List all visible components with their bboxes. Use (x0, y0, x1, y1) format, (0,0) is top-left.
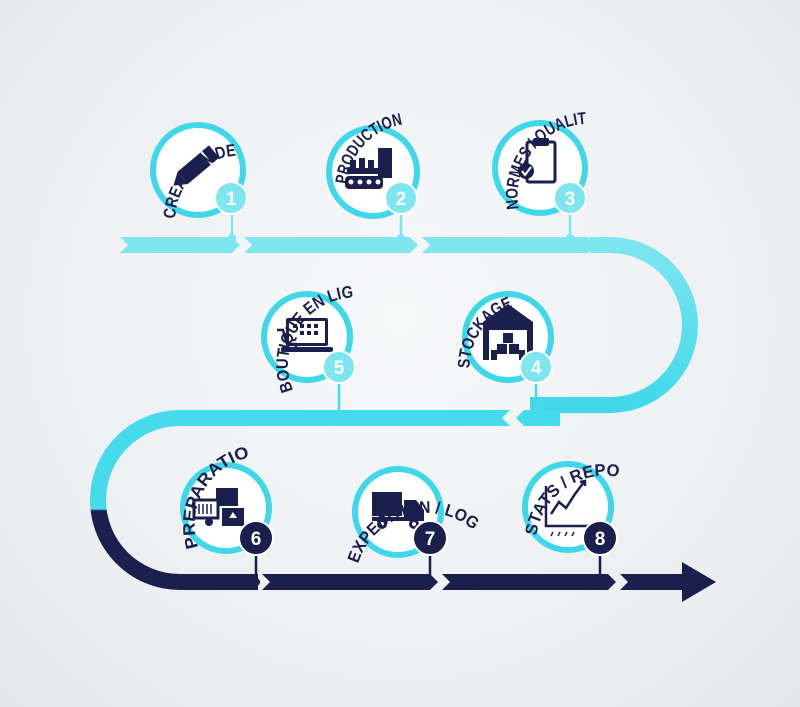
connector-dot (397, 234, 405, 242)
step-badge (384, 181, 418, 215)
connector-dot (532, 412, 540, 420)
road-chevron (244, 237, 418, 253)
step-number: 7 (425, 529, 436, 550)
packing-icon (192, 488, 244, 526)
truck-icon (372, 492, 424, 529)
step-3: 3 NORMES / QUALITE (0, 0, 588, 242)
step-badge (214, 181, 248, 215)
road-chevron (120, 237, 240, 253)
step-label: STATS / REPORTING (0, 0, 621, 537)
step-badge (582, 520, 618, 556)
pencil-icon (173, 145, 220, 186)
step-badge (553, 181, 587, 215)
chart-icon (544, 479, 590, 537)
road-chevron (442, 574, 616, 590)
road-chevron (422, 237, 596, 253)
connector-dot (335, 412, 343, 420)
laptop-cart-icon (277, 318, 333, 352)
step-number: 4 (531, 358, 542, 379)
step-label: PREPARATION (0, 0, 251, 551)
step-badge (412, 520, 448, 556)
step-6: 6 PREPARATION (0, 0, 274, 586)
road-chevron (312, 410, 510, 426)
step-number: 3 (565, 189, 576, 210)
road-curve-right (530, 237, 698, 413)
step-number: 2 (396, 189, 407, 210)
warehouse-icon (483, 304, 533, 360)
clipboard-check-icon (518, 138, 557, 184)
step-number: 5 (334, 358, 345, 379)
factory-icon (345, 148, 392, 189)
road (90, 237, 716, 602)
connector-dot (252, 578, 260, 586)
step-badge (519, 350, 553, 384)
road-chevron (262, 574, 438, 590)
step-badge (322, 350, 356, 384)
step-number: 8 (595, 529, 606, 550)
connector-dot (228, 234, 236, 242)
step-badge (238, 520, 274, 556)
step-4: 4 STOCKAGE (454, 291, 554, 420)
step-number: 1 (226, 189, 237, 210)
step-1: 1 CREATION DE L'OFFRE (0, 0, 248, 242)
step-2: 2 PRODUCTION (326, 110, 420, 242)
connector-dot (426, 578, 434, 586)
connector-dot (596, 578, 604, 586)
step-number: 6 (251, 529, 262, 550)
connector-dot (566, 234, 574, 242)
road-arrow-head (620, 562, 716, 602)
